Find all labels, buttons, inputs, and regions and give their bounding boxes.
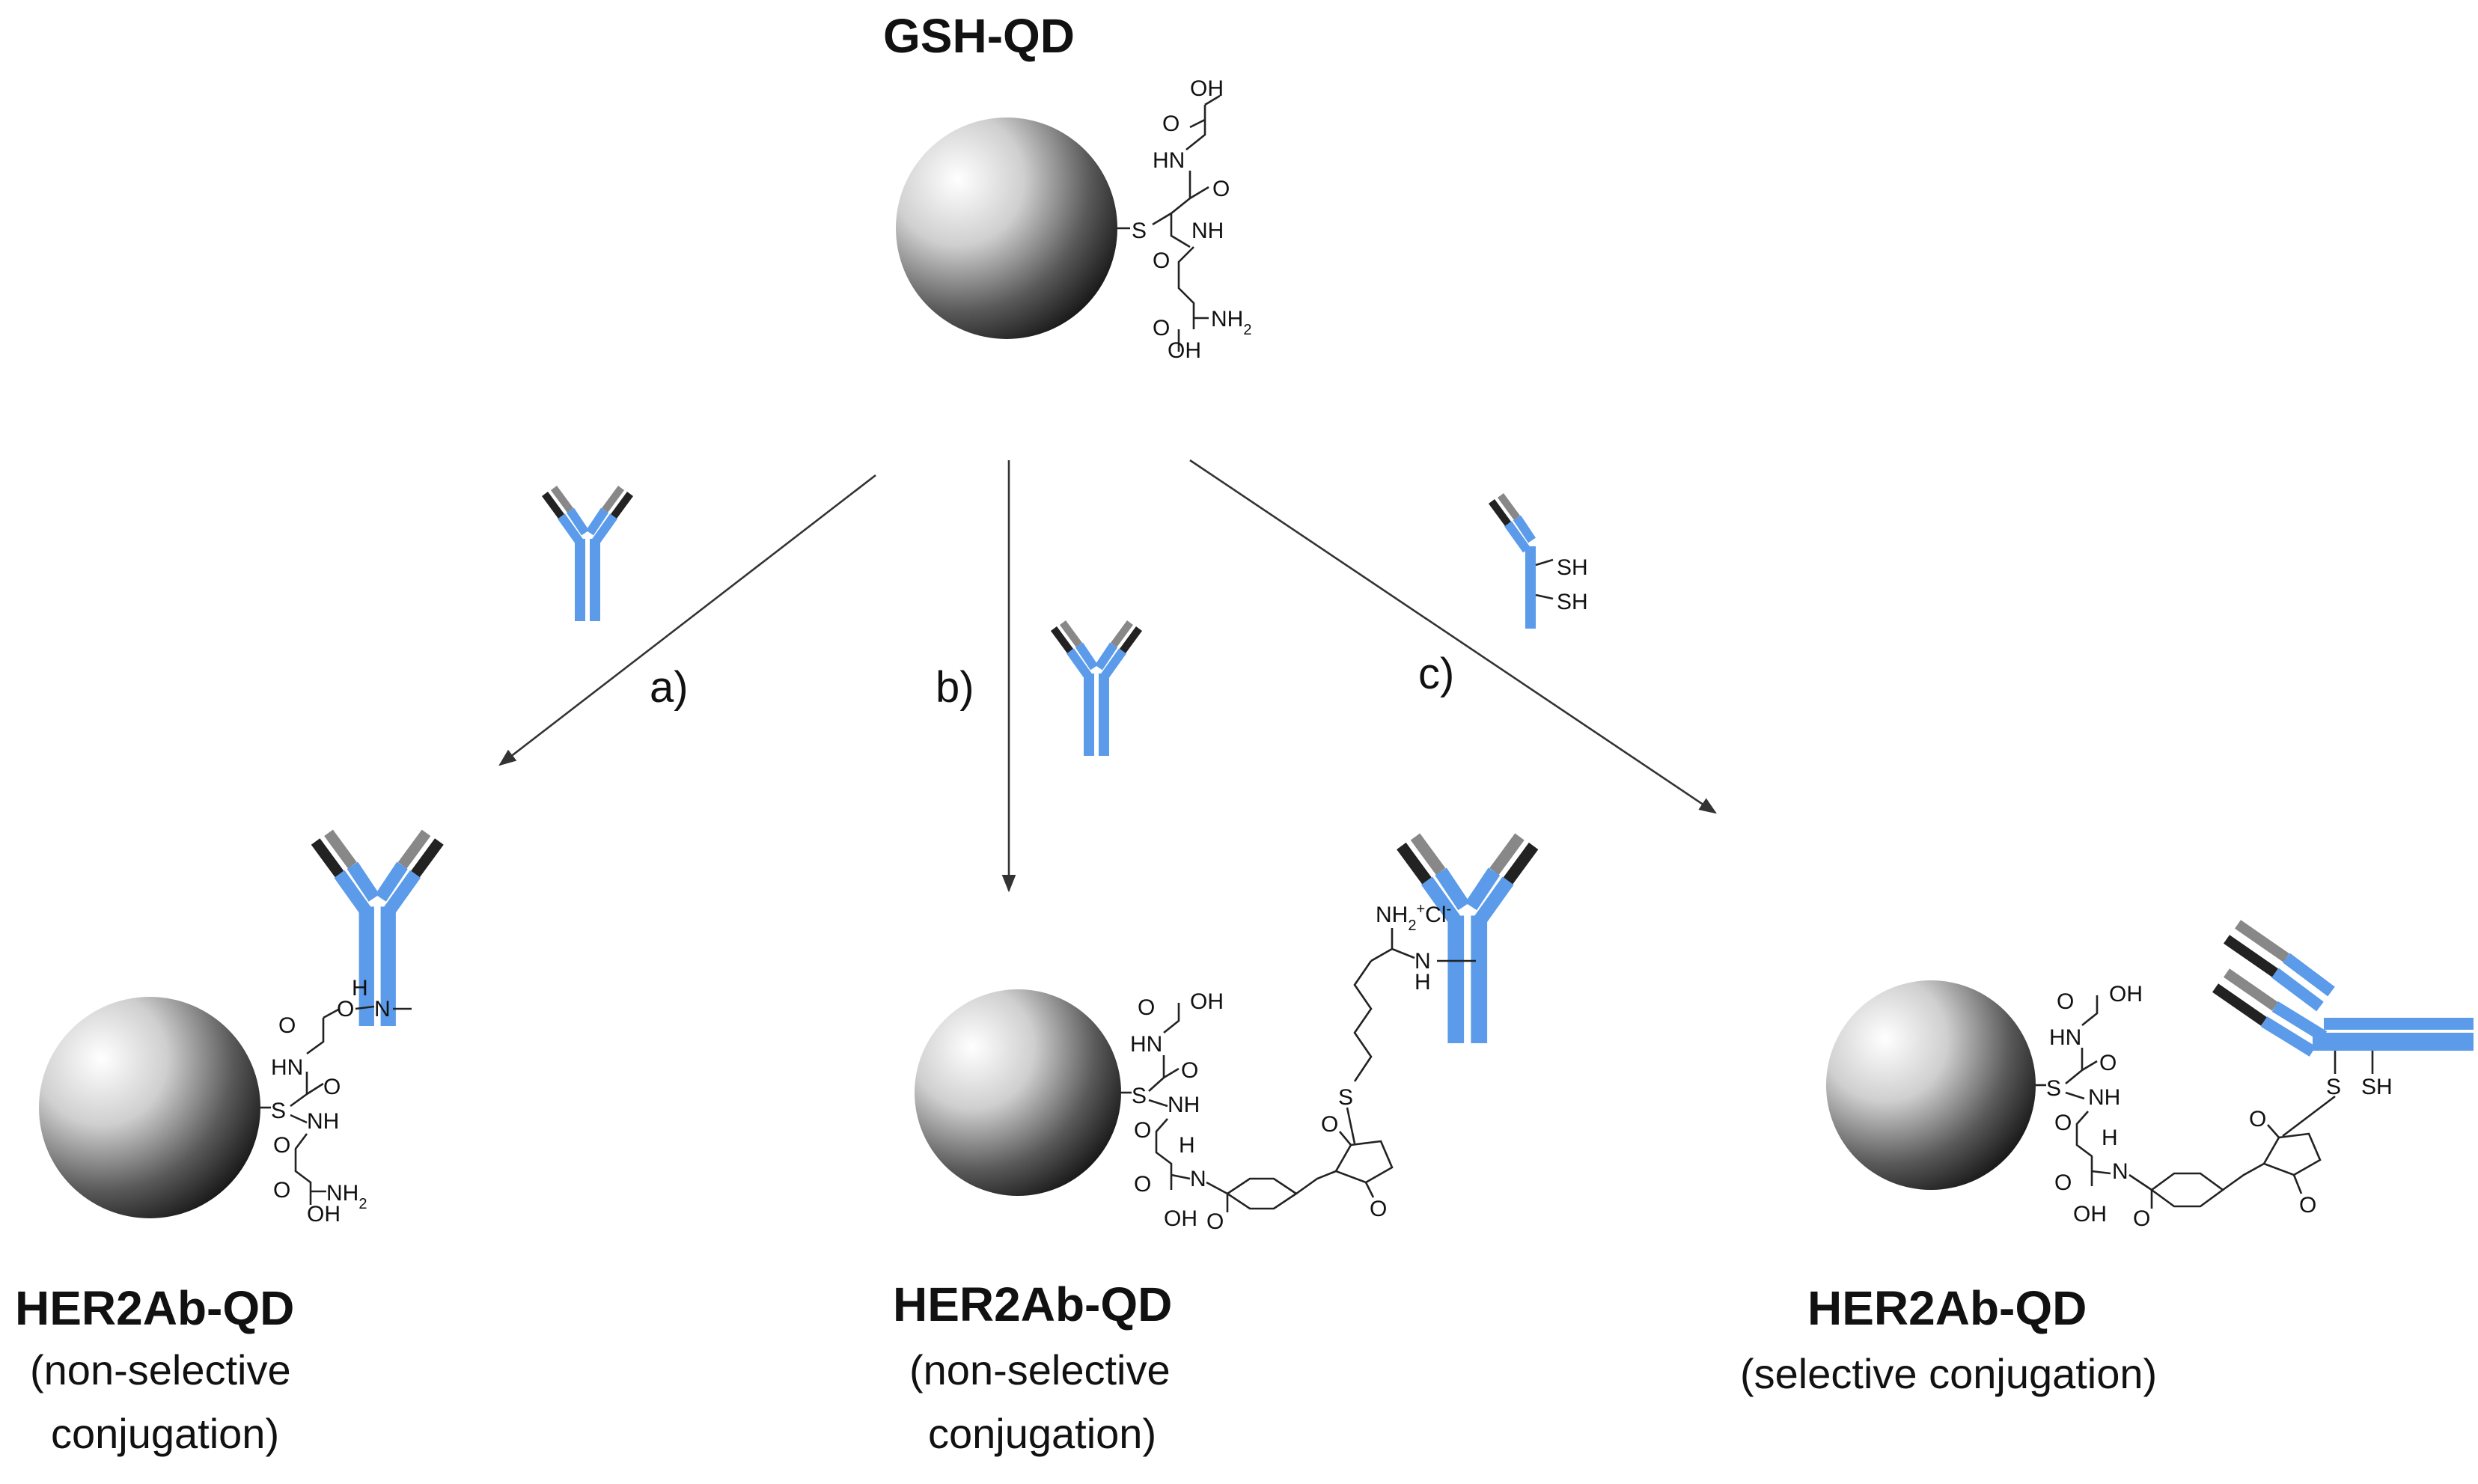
chem-s: S <box>271 1099 286 1123</box>
chem-oh: OH <box>2109 982 2143 1007</box>
chem-o: O <box>337 997 354 1022</box>
chem-o: O <box>1134 1118 1151 1143</box>
chem-oh: OH <box>1190 989 1224 1014</box>
chem-n: N <box>374 997 391 1022</box>
arrow-a <box>498 474 876 766</box>
chem-o: O <box>1181 1058 1198 1083</box>
chem-s: S <box>1132 219 1147 243</box>
chem-o: O <box>2054 1170 2072 1195</box>
chem-n: N <box>2112 1159 2128 1184</box>
chem-n: N <box>1190 1167 1206 1191</box>
chem-hn: HN <box>1153 148 1185 173</box>
chem-h: H <box>2102 1126 2118 1150</box>
chem-n: N <box>1415 949 1431 974</box>
chem-o: O <box>1153 248 1170 273</box>
quantum-dot-product-c <box>1826 980 2036 1190</box>
arrow-c <box>1189 459 1717 814</box>
chem-o: O <box>2057 989 2074 1014</box>
chem-o: O <box>278 1013 296 1038</box>
chem-nh: NH <box>1191 219 1224 243</box>
chem-nh2-cl: NH2+Cl- <box>1376 901 1451 934</box>
top-title: GSH-QD <box>883 9 1075 63</box>
product-b-title: HER2Ab-QD <box>893 1277 1172 1331</box>
chem-s: S <box>2326 1075 2341 1099</box>
chem-o: O <box>2099 1051 2117 1075</box>
chem-o: O <box>2054 1111 2072 1135</box>
product-a-line2: conjugation) <box>51 1410 279 1457</box>
chem-o: O <box>1206 1209 1224 1234</box>
chem-nh: NH <box>2088 1085 2120 1110</box>
chem-oh: OH <box>1190 76 1224 101</box>
chem-h: H <box>352 976 368 1001</box>
quantum-dot-top <box>896 117 1117 339</box>
chem-o: O <box>1134 1172 1151 1197</box>
product-a-line1: (non-selective <box>30 1346 291 1393</box>
step-b-label: b) <box>936 663 974 712</box>
half-antibody-reagent-c <box>1492 495 1554 629</box>
product-a-title: HER2Ab-QD <box>15 1281 294 1335</box>
chem-nh2: NH2 <box>1211 307 1251 338</box>
chem-hn: HN <box>271 1055 303 1080</box>
quantum-dot-product-a <box>39 997 260 1218</box>
step-a-label: a) <box>650 663 689 712</box>
chem-o: O <box>1138 995 1155 1020</box>
chem-nh2: NH2 <box>326 1181 367 1212</box>
chem-o: O <box>1153 316 1170 341</box>
chem-s: S <box>2046 1076 2061 1101</box>
step-c-label: c) <box>1418 650 1454 698</box>
chem-o: O <box>2299 1193 2316 1218</box>
antibody-reagent-a <box>545 488 630 621</box>
chem-o: O <box>323 1075 341 1099</box>
linker-product-b: S HN O O OH NH O H N O OH O O O S NH2+Cl… <box>1121 901 1476 1234</box>
chem-o: O <box>273 1178 290 1203</box>
chem-oh: OH <box>1168 338 1201 363</box>
gsh-ligand-top: S HN O O OH NH O NH2 O OH <box>1117 76 1251 363</box>
chem-oh: OH <box>1164 1206 1197 1231</box>
chem-h: H <box>1179 1133 1195 1158</box>
chem-nh: NH <box>1168 1093 1200 1117</box>
chem-s: S <box>1338 1085 1353 1110</box>
chem-o: O <box>2133 1206 2150 1231</box>
linker-product-c: S HN O O OH NH O H N O OH O O O S SH <box>2036 982 2393 1231</box>
chem-sh-reagent-1: SH <box>1557 555 1588 580</box>
quantum-dot-product-b <box>915 989 1121 1196</box>
product-b-line2: conjugation) <box>928 1410 1156 1457</box>
chem-oh: OH <box>2073 1202 2107 1227</box>
gsh-ligand-product-a: S HN O O O H N NH O NH2 O OH <box>260 976 412 1227</box>
antibody-product-b <box>1401 837 1534 1043</box>
chem-s: S <box>1132 1084 1147 1108</box>
half-antibody-product-c <box>2212 920 2474 1057</box>
chem-oh: OH <box>307 1202 341 1227</box>
antibody-reagent-b <box>1054 623 1139 756</box>
chem-sh-reagent-2: SH <box>1557 590 1588 614</box>
chem-hn: HN <box>2049 1025 2081 1050</box>
chem-sh: SH <box>2361 1075 2393 1099</box>
chem-o: O <box>1321 1112 1338 1137</box>
chem-h: H <box>1415 970 1431 995</box>
chem-o: O <box>1212 177 1230 201</box>
chem-o: O <box>1162 112 1180 136</box>
chem-o: O <box>2249 1107 2266 1132</box>
product-b-line1: (non-selective <box>909 1346 1171 1393</box>
chem-o: O <box>1370 1197 1387 1221</box>
chem-hn: HN <box>1130 1032 1162 1057</box>
product-c-title: HER2Ab-QD <box>1807 1281 2087 1335</box>
chem-nh: NH <box>307 1109 339 1134</box>
chem-o: O <box>273 1133 290 1158</box>
product-c-line1: (selective conjugation) <box>1740 1350 2157 1397</box>
